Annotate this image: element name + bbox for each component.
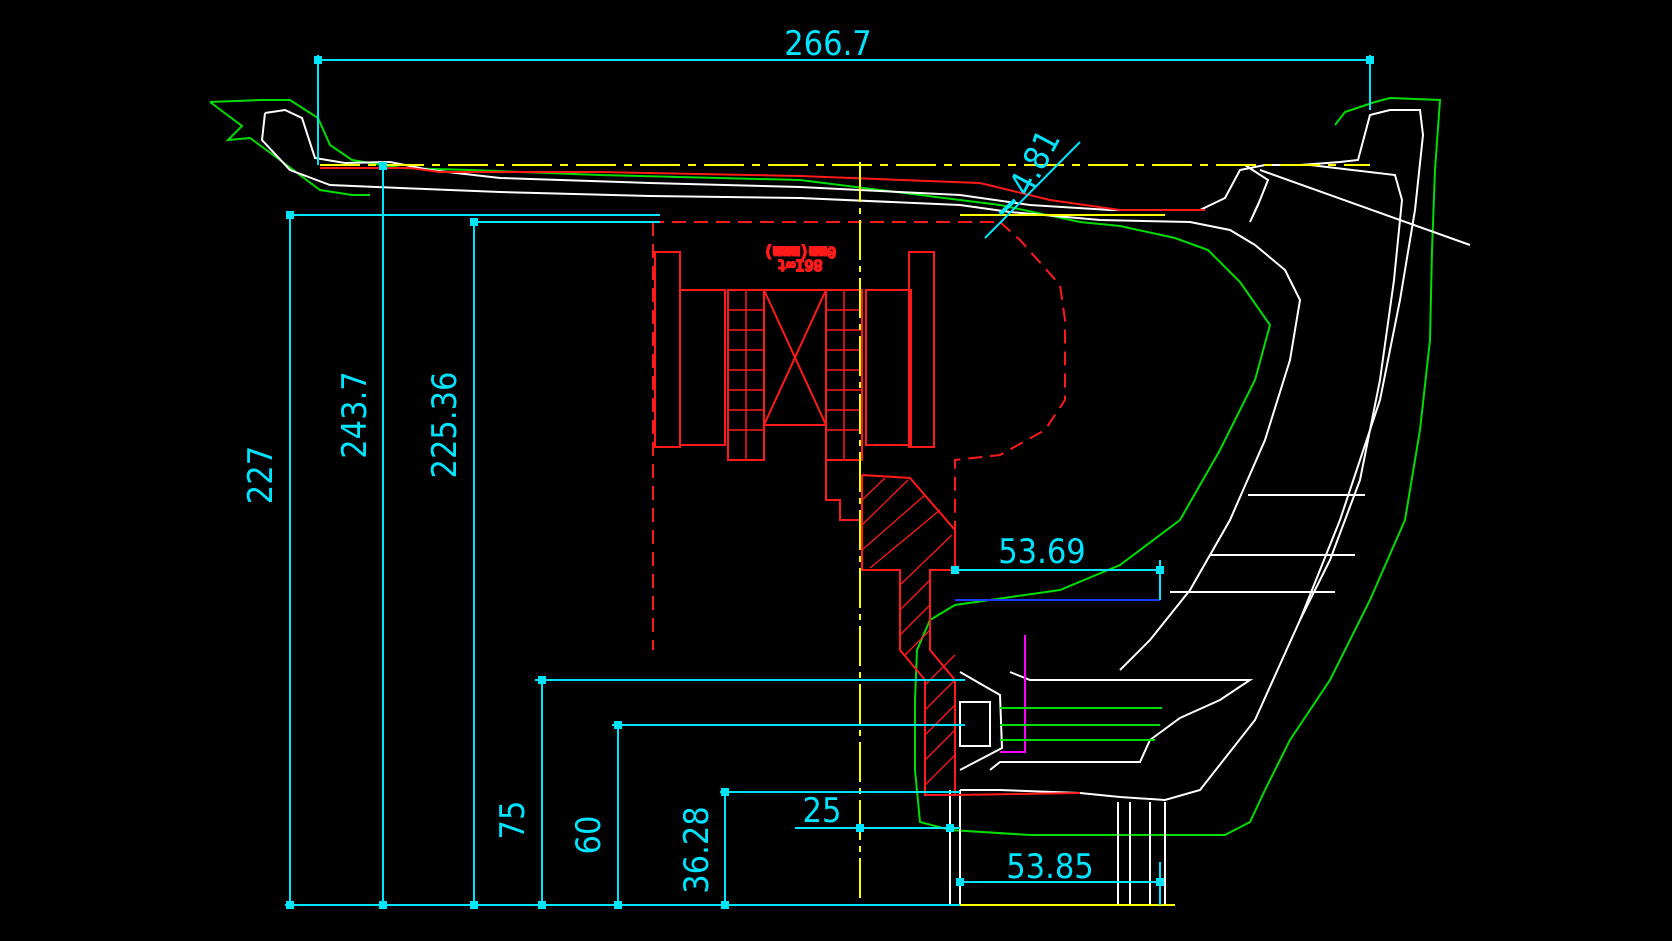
red-step-1 — [825, 460, 860, 521]
red-disc-right — [865, 289, 912, 446]
profile-lower-nub — [959, 671, 1004, 771]
label-height-d: 75 — [493, 801, 533, 840]
label-height-b: 243.7 — [335, 371, 375, 459]
label-height-f: 36.28 — [677, 806, 717, 894]
profile-outer-wall — [264, 108, 1425, 802]
dimension-labels: 266.7 4.81 227 243.7 225.36 53.69 53.85 … — [241, 24, 1094, 894]
green-envelope-inlet — [209, 101, 370, 196]
label-overall-width: 266.7 — [784, 24, 872, 64]
label-height-c: 225.36 — [425, 372, 465, 479]
profile-inner-wall — [260, 112, 1302, 671]
red-top-line — [320, 167, 1205, 211]
dim-thickness-leader — [984, 141, 1081, 239]
accent-lines — [955, 599, 1162, 753]
red-dashed-right — [954, 221, 1066, 560]
label-offset-lower: 53.85 — [1006, 847, 1094, 887]
red-component: 0mm(mmm) 86I∞t — [320, 167, 1205, 796]
magenta-bracket — [1000, 635, 1026, 753]
dim-thickness-arrow — [998, 198, 1017, 216]
red-flange-right — [908, 251, 935, 448]
red-disc-left — [679, 289, 726, 446]
label-height-e: 60 — [569, 816, 609, 855]
red-cross-2 — [763, 289, 827, 426]
dim-nodes — [286, 56, 1374, 909]
green-envelope — [209, 96, 1442, 836]
green-envelope-outer — [209, 96, 1442, 836]
profile-outer-skin — [1299, 164, 1404, 621]
label-height-a: 227 — [241, 446, 281, 504]
label-offset-center: 25 — [803, 791, 842, 831]
profile-latch — [1244, 164, 1270, 223]
red-annotation-line1: 0mm(mmm) — [764, 243, 836, 261]
red-annotation-line2: 86I∞t — [777, 256, 822, 274]
profile-lower-shelf — [989, 671, 1254, 771]
red-shaft-hatch — [861, 477, 956, 786]
white-profile — [260, 108, 1471, 905]
dimension-layer — [285, 55, 1374, 909]
leader-line — [1259, 169, 1471, 246]
label-offset-upper: 53.69 — [998, 532, 1086, 572]
red-bearing-hatch — [728, 290, 862, 460]
red-bottom-line — [954, 792, 1081, 796]
red-shaft-section — [861, 474, 956, 796]
